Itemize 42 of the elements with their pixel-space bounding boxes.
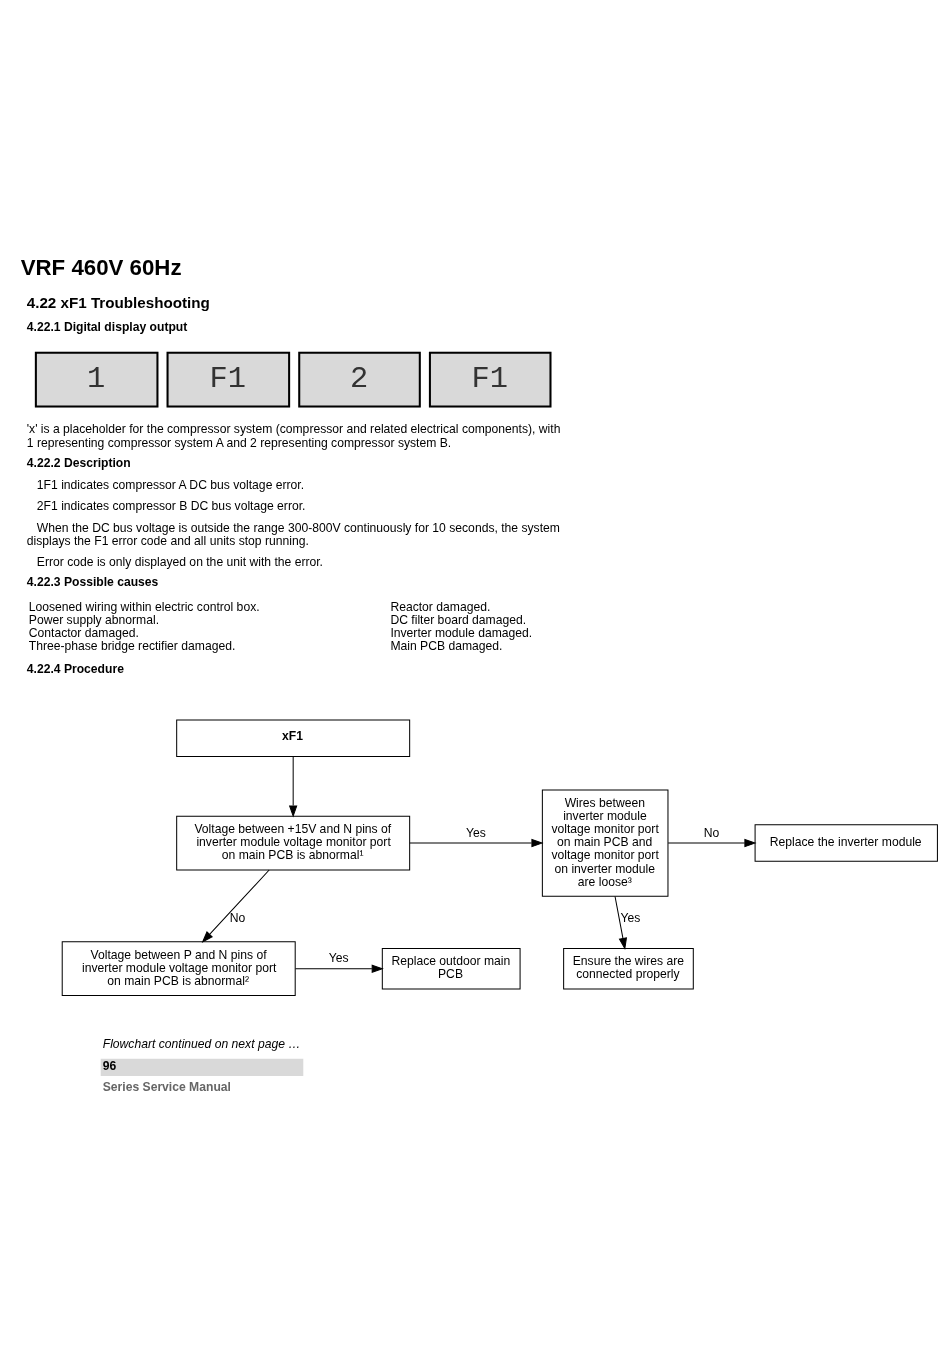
edge-label: No	[229, 911, 246, 926]
label: 4.22.2 Description	[26, 455, 131, 470]
label: F1	[209, 362, 247, 397]
label: Error code is only displayed on the unit with the error.	[36, 555, 324, 570]
label: Inverter module damaged.	[390, 626, 533, 641]
label: Three-phase bridge rectifier damaged.	[28, 639, 236, 654]
label: Reactor damaged.	[390, 599, 491, 614]
arrow	[667, 838, 757, 848]
node-box: xF1	[176, 719, 411, 757]
node-box: Replace outdoor main PCB	[381, 947, 521, 990]
label: 2F1 indicates compressor B DC bus voltage error.	[36, 499, 306, 514]
label: 1F1 indicates compressor A DC bus voltage error.	[36, 478, 305, 493]
diagram-title: VRF 460V 60Hz	[20, 254, 182, 280]
label: Series Service Manual	[102, 1079, 231, 1094]
edge-label: No	[703, 825, 720, 840]
label: Flowchart continued on next page …	[102, 1037, 301, 1052]
edge-label: Yes	[620, 911, 641, 926]
label: 'x' is a placeholder for the compressor system (compressor and related electrical components), with 1 representing compressor system A and 2 representing compressor system B.	[26, 422, 561, 450]
label: Contactor damaged.	[28, 626, 139, 641]
label: Main PCB damaged.	[390, 639, 503, 654]
arrow	[201, 869, 270, 943]
node-box: Wires between inverter module voltage monitor port on main PCB and voltage monitor port on inverter module are loose³	[541, 789, 669, 897]
edge-label: Yes	[328, 951, 349, 966]
node-box: Voltage between +15V and N pins of inverter module voltage monitor port on main PCB is abnormal¹	[176, 815, 411, 871]
label: 4.22.3 Possible causes	[26, 575, 159, 590]
label: F1	[471, 362, 508, 397]
edge-label: Yes	[466, 825, 486, 840]
label: 2	[349, 362, 369, 397]
arrow	[614, 896, 628, 950]
label: When the DC bus voltage is outside the range 300-800V continuously for 10 seconds, the system displays the F1 error code and all units stop running.	[26, 520, 560, 548]
label: 96	[102, 1058, 117, 1073]
label: 4.22 xF1 Troubleshooting	[26, 294, 210, 312]
label: 1	[87, 362, 106, 397]
label: 4.22.4 Procedure	[26, 661, 124, 676]
node-box: Ensure the wires are connected properly	[563, 947, 694, 990]
arrow	[294, 964, 384, 973]
arrow	[288, 756, 298, 818]
label: Loosened wiring within electric control box.	[28, 599, 260, 614]
label: 4.22.1 Digital display output	[26, 320, 188, 335]
arrow	[409, 838, 544, 848]
node-box: Voltage between P and N pins of inverter module voltage monitor port on main PCB is abnormal²	[61, 941, 296, 997]
node-box: Replace the inverter module	[754, 824, 938, 862]
